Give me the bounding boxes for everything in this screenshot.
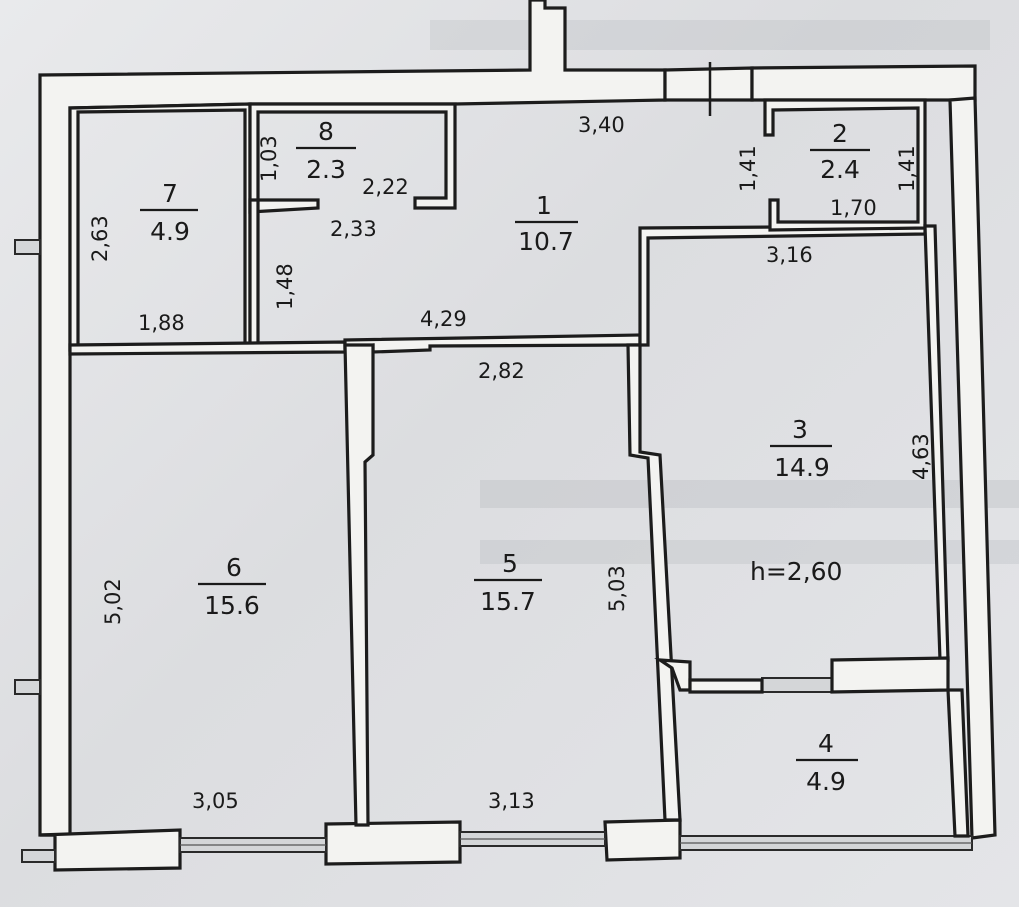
room-5-label: 5 15.7: [474, 549, 542, 616]
dim-5-02: 5,02: [101, 578, 125, 625]
room-number: 5: [502, 549, 518, 578]
dim-1-70: 1,70: [830, 196, 877, 220]
ceiling-height-label: h=2,60: [750, 557, 842, 586]
balcony-door-glass: [761, 677, 833, 693]
dim-2-33: 2,33: [330, 217, 377, 241]
dim-1-03: 1,03: [257, 135, 281, 182]
room-2-label: 2 2.4: [810, 119, 870, 184]
room-1-label: 1 10.7: [515, 191, 578, 256]
room-number: 1: [536, 191, 552, 220]
room-number: 8: [318, 117, 334, 146]
dim-3-05: 3,05: [192, 789, 239, 813]
outer-walls: [38, 0, 997, 872]
background-texture: [430, 20, 1019, 564]
dim-5-03: 5,03: [605, 565, 629, 612]
room-area: 15.6: [204, 591, 260, 620]
room-number: 4: [818, 729, 834, 758]
dim-1-88: 1,88: [138, 311, 185, 335]
dim-3-40: 3,40: [578, 113, 625, 137]
dim-1-48: 1,48: [273, 263, 297, 310]
room-4-label: 4 4.9: [796, 729, 858, 796]
room-number: 6: [226, 553, 242, 582]
interior-walls: [68, 62, 970, 838]
room-3-label: 3 14.9: [770, 415, 832, 482]
dim-2-22: 2,22: [362, 175, 409, 199]
room-area: 4.9: [150, 217, 190, 246]
room-area: 10.7: [518, 227, 574, 256]
dim-2-63: 2,63: [88, 215, 112, 262]
dim-3-13: 3,13: [488, 789, 535, 813]
room-area: 14.9: [774, 453, 830, 482]
dim-1-41-b: 1,41: [895, 145, 919, 192]
room-number: 7: [162, 179, 178, 208]
room-labels: 1 10.7 2 2.4 3 14.9 4 4.9 5 15.7: [140, 117, 870, 796]
dim-4-63: 4,63: [909, 433, 933, 480]
room-area: 2.4: [820, 155, 860, 184]
wall-stub-bottom: [21, 849, 56, 863]
room-area: 2.3: [306, 155, 346, 184]
room-6-label: 6 15.6: [198, 553, 266, 620]
dimension-labels: 3,40 1,41 1,41 1,70 3,16 4,63 1,03 2,22 …: [88, 113, 933, 813]
room-area: 4.9: [806, 767, 846, 796]
room-8-label: 8 2.3: [296, 117, 356, 184]
wall-stub-left-lower: [14, 679, 41, 695]
room-number: 2: [832, 119, 848, 148]
wall-stub-left: [14, 239, 41, 255]
dim-4-29: 4,29: [420, 307, 467, 331]
dim-3-16: 3,16: [766, 243, 813, 267]
dim-1-41-a: 1,41: [736, 145, 760, 192]
room-number: 3: [792, 415, 808, 444]
room-7-label: 7 4.9: [140, 179, 198, 246]
dim-2-82: 2,82: [478, 359, 525, 383]
room-area: 15.7: [480, 587, 536, 616]
